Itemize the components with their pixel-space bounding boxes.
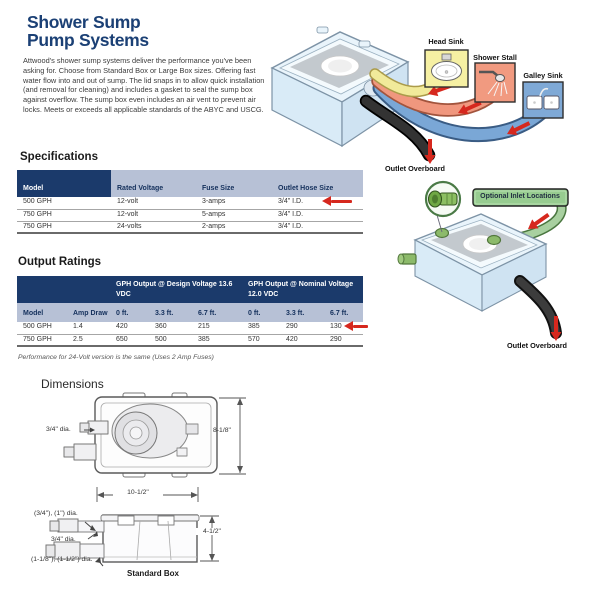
output-subheader-row: Model Amp Draw 0 ft. 3.3 ft. 6.7 ft. 0 f… [17,303,364,322]
cell: 2-amps [196,221,272,235]
cell: 215 [192,322,242,335]
optional-inlet-label-box [472,188,569,207]
cell: 500 [149,334,192,348]
cell: 2.5 [67,334,110,348]
intro-paragraph: Attwood's shower sump systems deliver th… [23,56,265,114]
top-view-dia-label: 3/4" dia. [46,426,71,433]
column-header-rated-voltage: Rated Voltage [111,170,196,197]
page-title-line1: Shower Sump [27,12,141,32]
group-header-nominal-voltage: GPH Output @ Nominal Voltage 12.0 VDC [242,276,364,303]
cell: 570 [242,334,280,348]
column-header-6-7ft: 6.7 ft. [192,303,242,322]
plumbing-illustration [270,26,564,164]
cell: 385 [192,334,242,348]
column-header-6-7ft: 6.7 ft. [324,303,364,322]
specifications-table: Model Rated Voltage Fuse Size Outlet Hos… [17,170,363,235]
mid-inlet-dia-label: 3/4" dia. [51,536,76,543]
outlet-dia-label: (1-1/8"), (1-1/2") dia. [31,556,93,563]
column-header-0ft: 0 ft. [242,303,280,322]
cell: 360 [149,322,192,335]
cell: 12-volt [111,209,196,222]
cell: 420 [280,334,324,348]
column-header-fuse-size: Fuse Size [196,170,272,197]
cell: 3-amps [196,197,272,210]
column-header-amp-draw: Amp Draw [67,303,110,322]
head-sink-label: Head Sink [428,37,464,46]
standard-box-caption: Standard Box [126,569,179,578]
table-row: 750 GPH 24-volts 2-amps 3/4" I.D. [17,221,363,235]
table-row: 500 GPH 1.4 420 360 215 385 290 130 [17,322,364,335]
page-title-line2: Pump Systems [27,30,149,50]
dimensions-heading: Dimensions [41,377,104,391]
specifications-heading: Specifications [20,151,98,163]
cell: 420 [110,322,149,335]
cell: 750 GPH [17,221,111,235]
fitting-magnifier-icon [424,180,462,233]
inlet-illustration [397,180,569,341]
cell: 290 [280,322,324,335]
sump-box-graphic [397,213,548,312]
cell: 12-volt [111,197,196,210]
footnote: Performance for 24-Volt version is the s… [18,354,214,361]
highlight-arrow-icon [322,196,352,206]
outlet-overboard-label: Outlet Overboard [384,164,445,173]
inlet-fitting-icon [486,234,502,246]
cell: 290 [324,334,364,348]
cell: 1.4 [67,322,110,335]
outlet-overboard-label: Outlet Overboard [506,341,567,350]
column-header-0ft: 0 ft. [110,303,149,322]
table-row: 500 GPH 12-volt 3-amps 3/4" I.D. [17,197,363,210]
height-label: 8-1/8" [213,427,231,434]
highlight-arrow-icon [344,321,368,331]
height-dimension [219,397,246,475]
side-height-label: 4-1/2" [196,528,228,535]
group-header-blank [17,276,110,303]
cell: 385 [242,322,280,335]
specifications-header-row: Model Rated Voltage Fuse Size Outlet Hos… [17,170,363,197]
cell: 500 GPH [17,322,67,335]
inlet-fitting-icon [434,227,450,239]
table-row: 750 GPH 12-volt 5-amps 3/4" I.D. [17,209,363,222]
cell: 750 GPH [17,334,67,348]
shower-stall-label: Shower Stall [473,53,517,62]
cell: 5-amps [196,209,272,222]
table-row: 750 GPH 2.5 650 500 385 570 420 290 [17,334,364,348]
cell: 3/4" I.D. [272,197,363,210]
cell: 500 GPH [17,197,111,210]
cell: 3/4" I.D. [272,221,363,235]
side-view-drawing [45,514,200,567]
column-header-3-3ft: 3.3 ft. [149,303,192,322]
upper-inlet-dia-label: (3/4"), (1") dia. [34,510,78,517]
width-label: 10-1/2" [113,489,163,496]
group-header-design-voltage: GPH Output @ Design Voltage 13.6 VDC [110,276,242,303]
output-group-header-row: GPH Output @ Design Voltage 13.6 VDC GPH… [17,276,364,303]
shower-stall-icon [474,62,516,103]
column-header-model: Model [17,170,111,197]
galley-sink-icon [522,81,564,119]
cell: 24-volts [111,221,196,235]
column-header-outlet-hose-size: Outlet Hose Size [272,170,363,197]
galley-sink-label: Galley Sink [523,71,563,80]
cell: 750 GPH [17,209,111,222]
column-header-model: Model [17,303,67,322]
page-title: Shower Sump Pump Systems [27,13,149,49]
output-ratings-table: GPH Output @ Design Voltage 13.6 VDC GPH… [17,276,364,348]
top-view-drawing [63,392,218,478]
side-height-dimension [200,515,219,562]
optional-inlet-locations-label: Optional Inlet Locations [480,193,560,200]
dimensions-drawing [45,392,246,567]
column-header-3-3ft: 3.3 ft. [280,303,324,322]
cell: 3/4" I.D. [272,209,363,222]
head-sink-icon [424,49,469,88]
cell: 650 [110,334,149,348]
output-ratings-heading: Output Ratings [18,256,102,268]
